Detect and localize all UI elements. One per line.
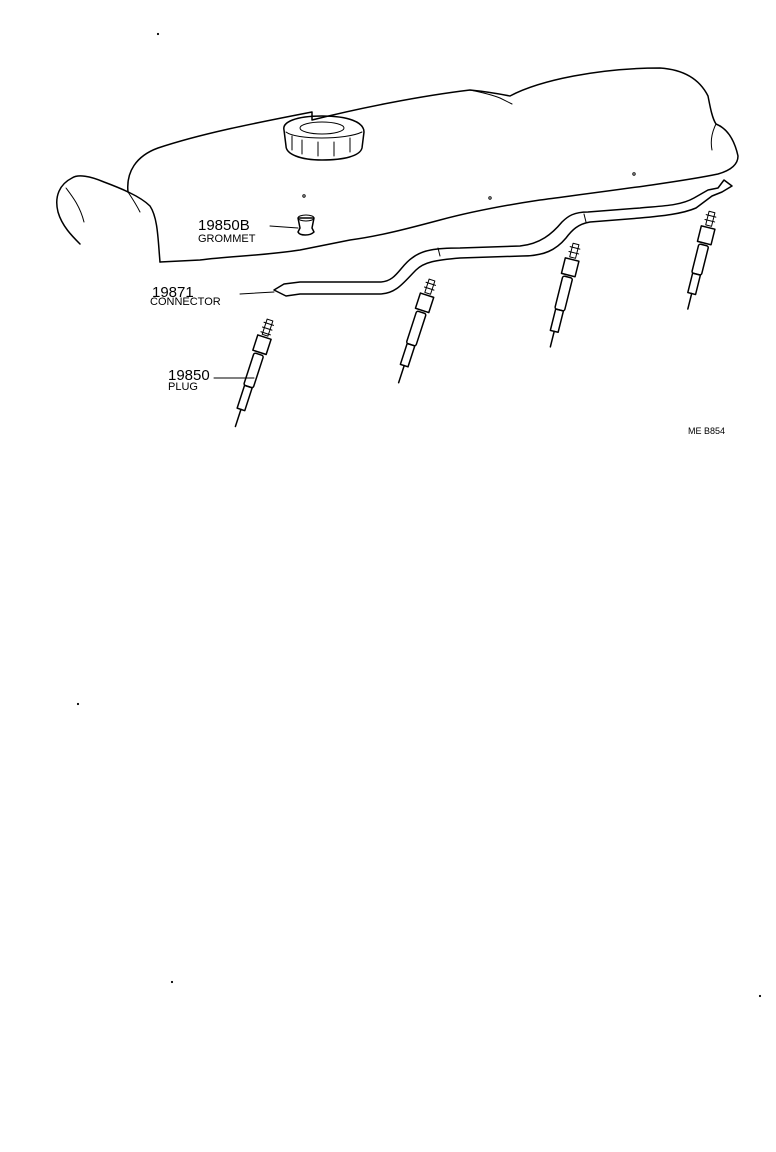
plug-part-number: 19850	[168, 367, 210, 384]
plug-part-name: PLUG	[168, 381, 198, 393]
speck	[170, 980, 174, 984]
figure-code: ME B854	[688, 426, 725, 436]
grommet-drawing	[269, 214, 315, 236]
connector-part-name: CONNECTOR	[150, 296, 221, 308]
grommet-part-name: GROMMET	[198, 233, 256, 245]
speck	[156, 32, 160, 36]
glow-plug-1	[234, 318, 275, 428]
speck	[76, 702, 80, 706]
grommet-part-number: 19850B	[198, 217, 250, 234]
glow-plug-2	[397, 278, 437, 384]
speck	[758, 994, 762, 998]
glow-plug-4	[687, 210, 717, 310]
connector-part-number: 19871	[152, 284, 194, 301]
connector-bar-drawing	[239, 179, 733, 297]
oil-filler-cap	[283, 115, 365, 161]
valve-cover-drawing	[56, 67, 739, 263]
glow-plug-3	[549, 242, 581, 348]
